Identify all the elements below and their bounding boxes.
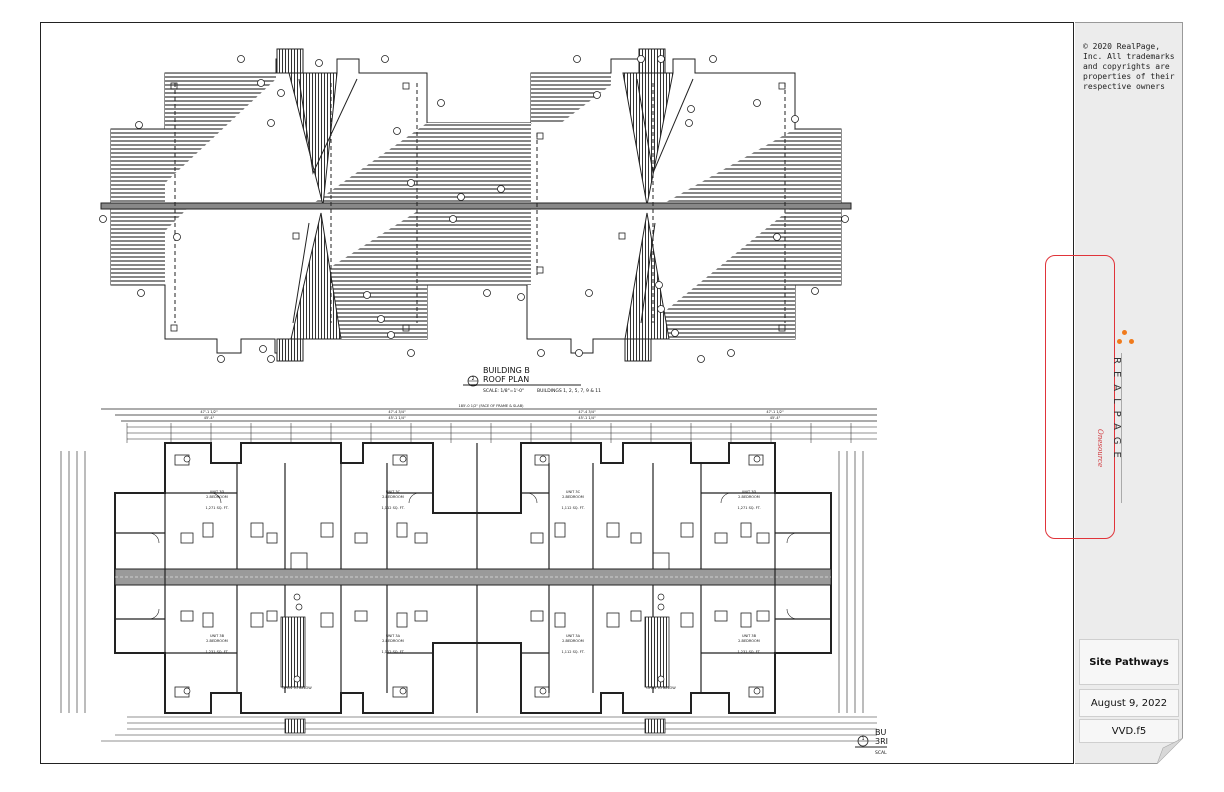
roof-plan-title-line2: ROOF PLAN (483, 375, 529, 384)
overall-dimension-top: 185'-0 1/2" (FACE OF FRAME & SLAB) (459, 404, 525, 408)
page-curl-icon (1157, 738, 1183, 764)
realpage-logo-wordmark: REALPAGE (1111, 357, 1122, 465)
floor-plan-title-line1: BU (875, 728, 886, 737)
dim-top-4: 47'-1 1/2" (766, 410, 784, 414)
floor-plan-number: 1 (862, 736, 865, 742)
unit-area: 1,231 SQ. FT. (737, 650, 760, 654)
unit-area: 1,271 SQ. FT. (737, 506, 760, 510)
unit-area: 1,112 SQ. FT. (561, 506, 584, 510)
project-name: Site Pathways (1079, 639, 1179, 685)
unit-labels: UNIT 3D 2-BEDROOM 1,271 SQ. FT. UNIT 3C … (205, 490, 760, 690)
unit-area: 1,112 SQ. FT. (381, 506, 404, 510)
unit-area: 1,112 SQ. FT. (381, 650, 404, 654)
floor-plan-title-line2: 3RI (875, 737, 888, 746)
unit-type: 2-BEDROOM (206, 639, 228, 643)
drawing-sheet: 2 A102 BUILDING B ROOF PLAN SCALE: 1/8"=… (40, 22, 1074, 764)
title-block: © 2020 RealPage, Inc. All trademarks and… (1045, 22, 1183, 764)
unit-type: 2-BEDROOM (206, 495, 228, 499)
unit-label: UNIT 3B (742, 634, 757, 638)
dim-top-3: 47'-4 3/4" (578, 410, 596, 414)
dim-second-2: 45'-1 1/4" (388, 416, 406, 420)
drawing-area: 2 A102 BUILDING B ROOF PLAN SCALE: 1/8"=… (60, 48, 888, 756)
unit-area: 1,112 SQ. FT. (561, 650, 584, 654)
unit-type: 2-BEDROOM (382, 639, 404, 643)
unit-type: 2-BEDROOM (562, 495, 584, 499)
unit-label: UNIT 3A (566, 634, 581, 638)
unit-label: UNIT 3A (386, 634, 401, 638)
dim-second-1: 45'-4" (204, 416, 215, 420)
unit-label: UNIT 3B (210, 634, 225, 638)
issue-date: August 9, 2022 (1079, 689, 1179, 717)
dim-second-4: 45'-4" (770, 416, 781, 420)
roof-plan-scale: SCALE: 1/8"=1'-0" (483, 388, 524, 394)
unit-label: UNIT 3D (742, 490, 757, 494)
floor-plan-scale: SCAL (875, 750, 887, 756)
unit-area: 1,271 SQ. FT. (205, 506, 228, 510)
logo-divider (1121, 353, 1122, 503)
stair-note: OPEN TO BELOW (282, 686, 312, 690)
dim-second-3: 45'-1 1/4" (578, 416, 596, 420)
roof-plan-buildings-note: BUILDINGS 1, 2, 5, 7, 9 & 11 (537, 388, 601, 394)
sheet-id: VVD.f5 (1079, 719, 1179, 743)
unit-area: 1,231 SQ. FT. (205, 650, 228, 654)
unit-type: 2-BEDROOM (738, 495, 760, 499)
dim-top-2: 47'-4 3/4" (388, 410, 406, 414)
floor-plan-title: 1 BU 3RI SCAL (855, 728, 888, 756)
roof-plan-number: 2 (472, 376, 475, 382)
unit-type: 2-BEDROOM (738, 639, 760, 643)
roof-plan-title: 2 A102 BUILDING B ROOF PLAN SCALE: 1/8"=… (463, 366, 601, 394)
roof-plan (99, 48, 852, 363)
unit-label: UNIT 3C (386, 490, 401, 494)
unit-label: UNIT 3C (566, 490, 581, 494)
unit-type: 2-BEDROOM (382, 495, 404, 499)
logo-highlight-box (1045, 255, 1115, 539)
unit-type: 2-BEDROOM (562, 639, 584, 643)
dim-top-1: 47'-1 1/2" (200, 410, 218, 414)
floor-plan: 185'-0 1/2" (FACE OF FRAME & SLAB) 47'-1… (60, 404, 877, 742)
copyright-notice: © 2020 RealPage, Inc. All trademarks and… (1083, 42, 1175, 91)
roof-plan-title-line1: BUILDING B (483, 366, 530, 375)
stair-note: OPEN TO BELOW (646, 686, 676, 690)
unit-label: UNIT 3D (210, 490, 225, 494)
onesource-logo-subtext: Onesource (1096, 429, 1104, 468)
